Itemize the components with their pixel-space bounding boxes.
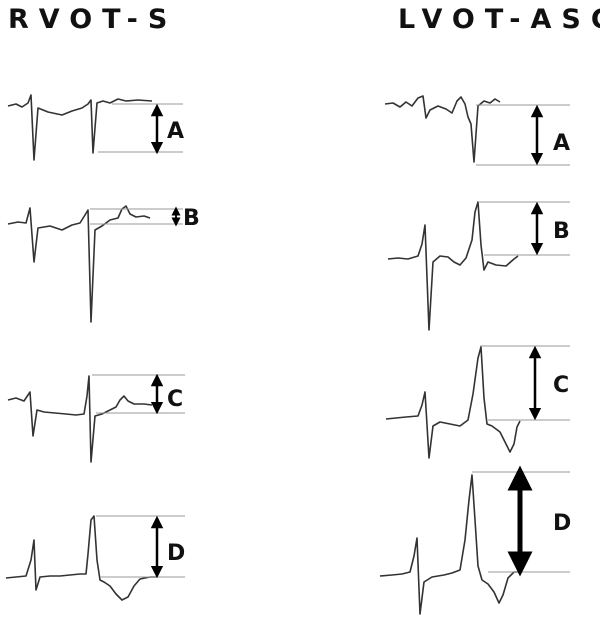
ecg-trace: [379, 474, 520, 615]
panel-label: A: [167, 119, 184, 144]
panel-label: D: [553, 511, 571, 536]
panel-label: D: [167, 541, 185, 566]
panel-label: A: [553, 131, 570, 156]
rvot-panel-c: C: [7, 373, 185, 463]
column-title-rvot-s: RVOT-S: [8, 4, 178, 35]
ecg-trace: [7, 205, 151, 323]
ecg-trace: [385, 346, 521, 459]
lvot-panel-c: C: [385, 345, 570, 459]
lvot-panel-b: B: [387, 201, 570, 331]
panel-label: B: [183, 206, 200, 231]
panel-label: C: [553, 373, 569, 398]
lvot-panel-a: A: [384, 95, 570, 166]
rvot-panel-a: A: [7, 94, 184, 161]
column-title-lvot-asc: LVOT-ASC: [398, 4, 600, 35]
ecg-trace: [7, 94, 153, 161]
ecg-trace: [5, 515, 156, 601]
ecg-trace: [7, 375, 153, 463]
rvot-panel-b: B: [7, 205, 200, 323]
ecg-trace: [384, 95, 501, 163]
panel-label: C: [167, 387, 183, 412]
rvot-panel-d: D: [5, 515, 185, 601]
lvot-panel-d: D: [379, 465, 571, 615]
panel-label: B: [553, 219, 570, 244]
ecg-trace: [387, 201, 519, 331]
